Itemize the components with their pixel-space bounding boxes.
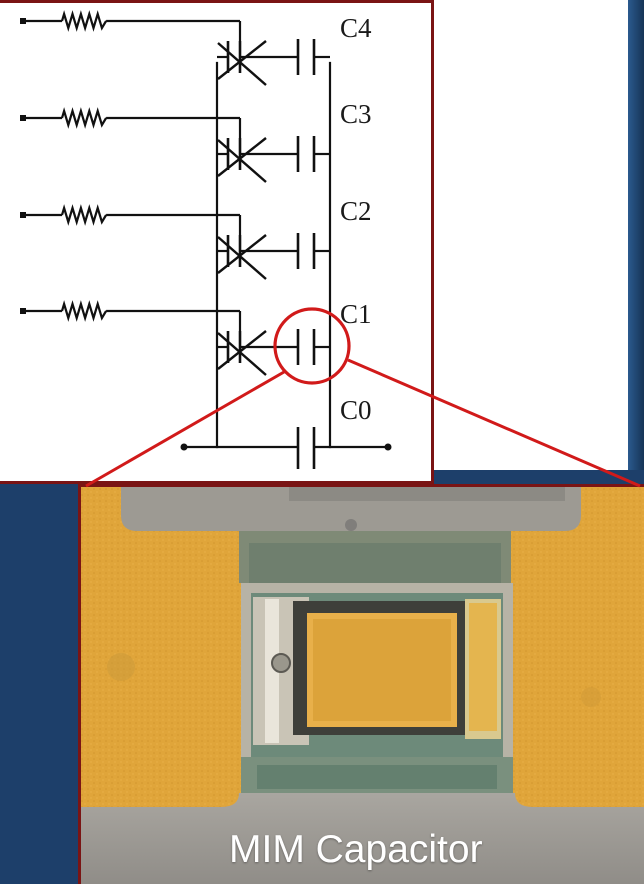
terminal-c2 <box>20 212 26 218</box>
varactor-slash-c4 <box>217 42 267 86</box>
varactor-slash-c1 <box>217 332 267 376</box>
resistor-c1 <box>60 300 108 322</box>
resistor-c3 <box>60 107 108 129</box>
capacitor-c0 <box>296 427 316 469</box>
varactor-arrow-c4 <box>217 40 267 80</box>
micrograph-image <box>81 487 644 884</box>
terminal-c4 <box>20 18 26 24</box>
varactor-slash-c3 <box>217 139 267 183</box>
label-c2: C2 <box>340 196 372 226</box>
label-c0: C0 <box>340 395 372 425</box>
varactor-arrow-c2 <box>217 234 267 274</box>
varactor-slash-c2 <box>217 236 267 280</box>
slide-edge-strip <box>628 0 644 470</box>
branch-c4 <box>20 10 330 86</box>
photo-caption: MIM Capacitor <box>229 828 483 871</box>
label-c4: C4 <box>340 13 372 43</box>
resistor-c2 <box>60 204 108 226</box>
branch-c1 <box>20 300 330 376</box>
zoom-line-right <box>347 358 641 488</box>
schematic-panel: C4 C3 C2 C1 C0 <box>0 0 434 484</box>
terminal-dot-right <box>384 443 392 451</box>
mim-capacitor-micrograph: MIM Capacitor <box>78 484 644 884</box>
resistor-c4 <box>60 10 108 32</box>
highlight-circle <box>273 307 351 385</box>
capacitor-bank-schematic <box>20 10 392 469</box>
zoom-line-left <box>85 370 285 488</box>
varactor-arrow-c3 <box>217 137 267 177</box>
label-c3: C3 <box>340 99 372 129</box>
varactor-arrow-c1 <box>217 330 267 370</box>
branch-c2 <box>20 204 330 280</box>
terminal-c3 <box>20 115 26 121</box>
branch-c3 <box>20 107 330 183</box>
terminal-dot-left <box>180 443 188 451</box>
terminal-c1 <box>20 308 26 314</box>
label-c1: C1 <box>340 299 372 329</box>
